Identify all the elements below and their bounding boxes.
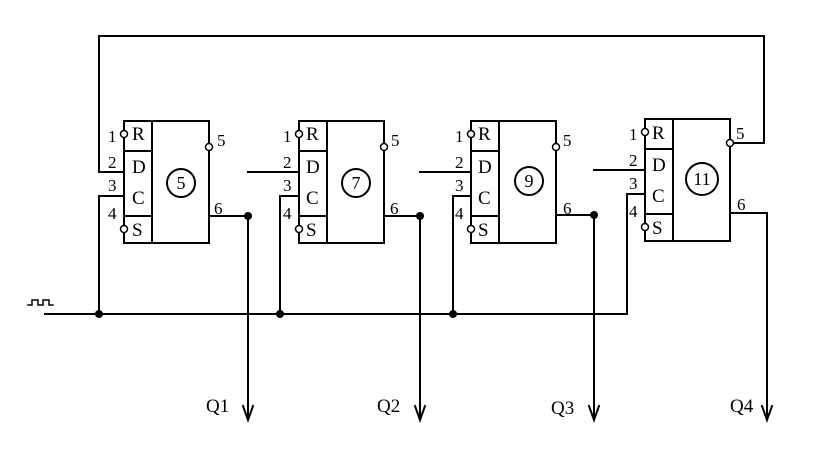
output-arrow-icon — [587, 404, 601, 423]
port-c-label: C — [478, 188, 491, 209]
inverting-bubble — [119, 224, 129, 234]
inverting-bubble — [204, 142, 214, 152]
pin-label: 5 — [736, 124, 745, 143]
clock-pulse-symbol — [27, 299, 54, 306]
inverting-bubble — [725, 138, 735, 148]
port-c-label: C — [306, 188, 319, 209]
port-d-label: D — [478, 157, 492, 178]
pin-label: 4 — [283, 204, 292, 223]
output-arrow-icon — [241, 404, 255, 423]
output-arrow-icon — [760, 404, 774, 423]
flip-flop-11: R D C S 11 1 2 3 4 5 6 — [629, 118, 746, 242]
inverting-bubble — [551, 142, 561, 152]
inverting-bubble — [294, 129, 304, 139]
pin-label: 3 — [283, 176, 292, 195]
port-r-label: R — [652, 123, 665, 144]
junction-dot — [95, 310, 103, 318]
pin-label: 6 — [214, 199, 223, 218]
port-s-label: S — [652, 218, 663, 239]
pin-label: 6 — [737, 195, 746, 214]
pin-label: 5 — [391, 131, 400, 150]
output-label-q1: Q1 — [206, 396, 229, 417]
pin-label: 5 — [563, 131, 572, 150]
pin-label: 1 — [108, 127, 117, 146]
junction-dot — [416, 212, 424, 220]
pin-label: 1 — [283, 127, 292, 146]
port-s-label: S — [132, 220, 143, 241]
feedback-wire — [98, 35, 765, 173]
port-d-label: D — [306, 157, 320, 178]
port-s-label: S — [478, 220, 489, 241]
clock-wire — [279, 195, 300, 315]
clock-wire — [452, 195, 472, 315]
flip-flop-number: 7 — [352, 173, 361, 193]
port-c-label: C — [652, 186, 665, 207]
output-label-q2: Q2 — [377, 396, 400, 417]
pin-label: 5 — [217, 131, 226, 150]
port-d-label: D — [652, 155, 666, 176]
clock-wire — [626, 193, 646, 315]
port-s-label: S — [306, 220, 317, 241]
inverting-bubble — [466, 129, 476, 139]
output-label-q3: Q3 — [551, 398, 574, 419]
inverting-bubble — [119, 129, 129, 139]
q-output-wire — [555, 214, 595, 419]
flip-flop-9: R D C S 9 1 2 3 4 5 6 — [455, 120, 572, 244]
inverting-bubble — [640, 222, 650, 232]
port-r-label: R — [306, 124, 319, 145]
junction-dot — [244, 212, 252, 220]
flip-flop-number: 11 — [693, 169, 710, 189]
junction-dot — [449, 310, 457, 318]
flip-flop-7: R D C S 7 1 2 3 4 5 6 — [283, 120, 400, 244]
pin-label: 1 — [629, 125, 638, 144]
junction-dot — [276, 310, 284, 318]
q-output-wire — [729, 212, 768, 419]
junction-dot — [590, 211, 598, 219]
pin-label: 2 — [283, 153, 292, 172]
inverting-bubble — [640, 127, 650, 137]
pin-label: 4 — [455, 204, 464, 223]
pin-label: 6 — [390, 199, 399, 218]
pin-label: 3 — [455, 176, 464, 195]
q-output-wire — [208, 215, 249, 419]
pin-label: 4 — [108, 204, 117, 223]
pin-label: 3 — [629, 174, 638, 193]
port-r-label: R — [478, 124, 491, 145]
pin-label: 1 — [455, 127, 464, 146]
port-c-label: C — [132, 188, 145, 209]
pin-label: 3 — [108, 176, 117, 195]
port-d-label: D — [132, 157, 146, 178]
flip-flop-number: 5 — [177, 173, 186, 193]
pin-label: 2 — [108, 153, 117, 172]
port-r-label: R — [132, 124, 145, 145]
pin-label: 2 — [455, 153, 464, 172]
q-output-wire — [383, 215, 421, 419]
pin-label: 6 — [563, 199, 572, 218]
output-arrow-icon — [413, 404, 427, 423]
output-label-q4: Q4 — [730, 396, 754, 417]
inverting-bubble — [294, 224, 304, 234]
flip-flop-number: 9 — [525, 171, 534, 191]
flip-flop-5: R D C S 5 1 2 3 4 5 6 — [108, 120, 226, 244]
inverting-bubble — [379, 142, 389, 152]
pin-label: 4 — [629, 202, 638, 221]
clock-wire — [98, 195, 125, 315]
inverting-bubble — [466, 224, 476, 234]
pin-label: 2 — [629, 151, 638, 170]
